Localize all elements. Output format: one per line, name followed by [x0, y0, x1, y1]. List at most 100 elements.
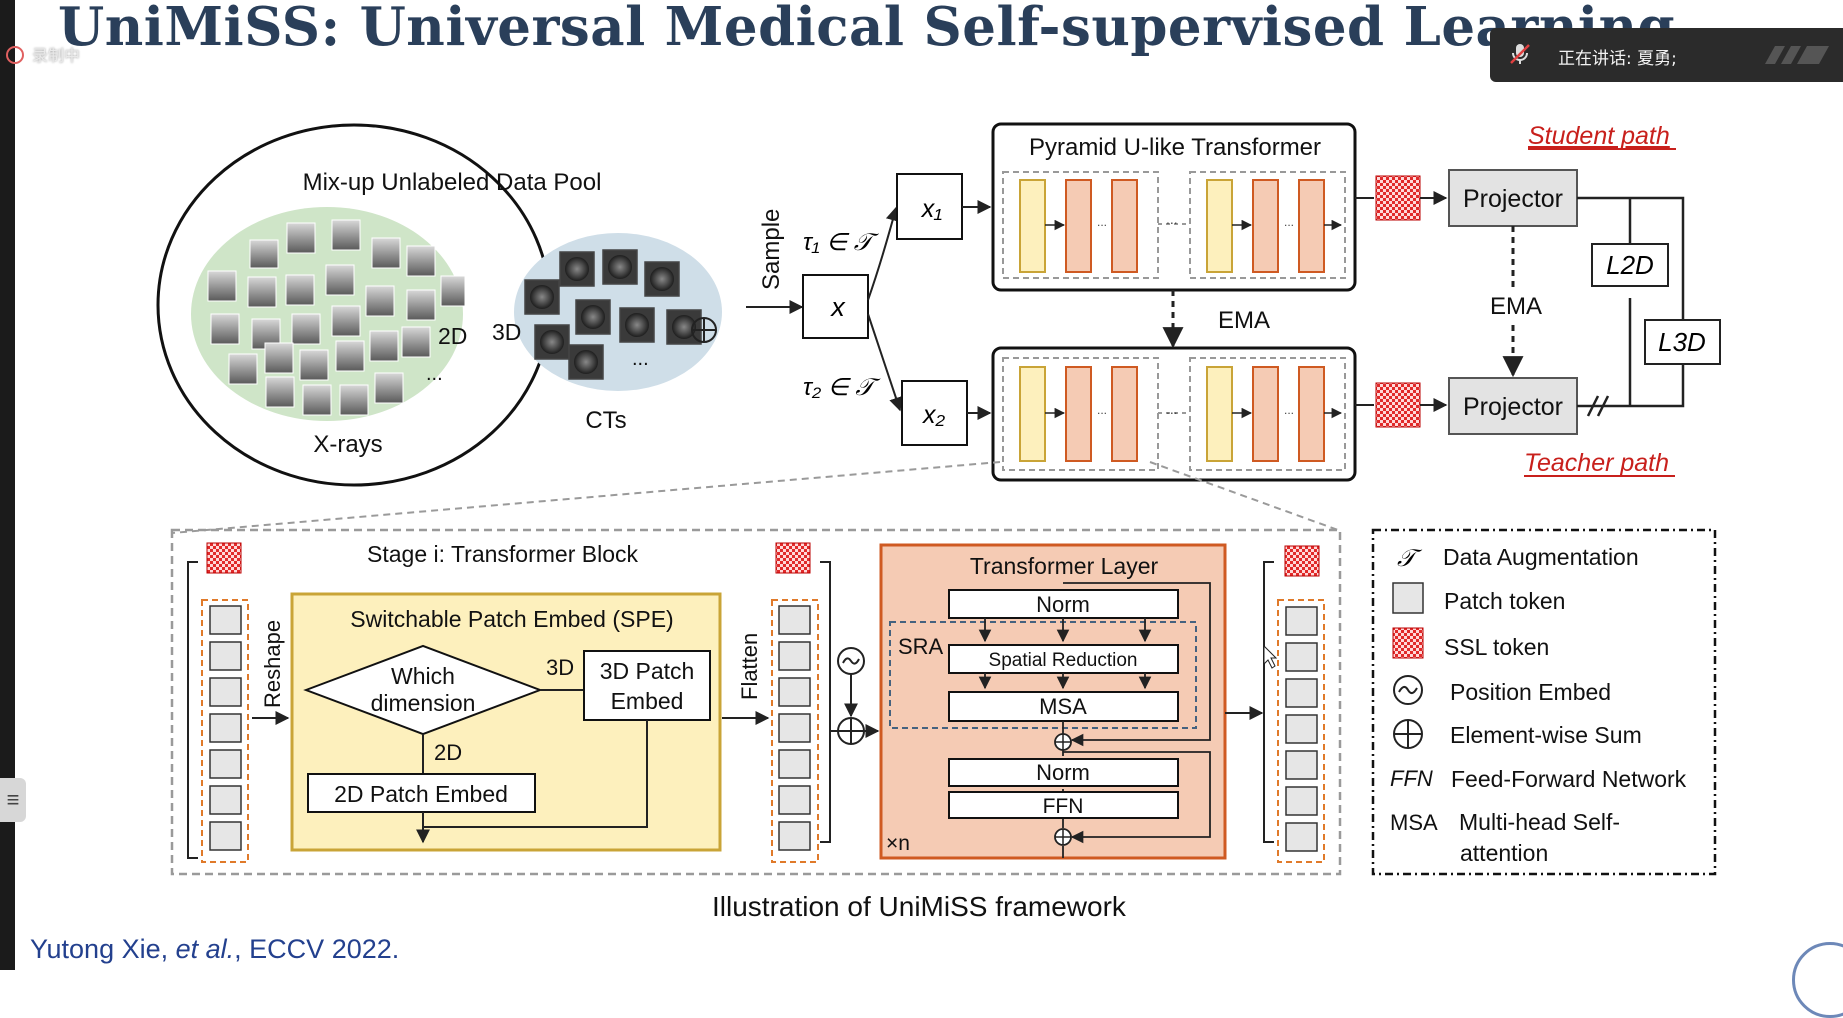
x-input-box	[802, 274, 869, 339]
which-line2: dimension	[371, 690, 476, 716]
unimiss-framework-diagram: Mix-up Unlabeled Data Pool 2D ... X-rays	[156, 122, 1721, 876]
ct-ellipsis: ...	[632, 348, 649, 370]
norm1-label: Norm	[1036, 592, 1090, 617]
norm2-box	[948, 758, 1179, 787]
figure-caption: Illustration of UniMiSS framework	[712, 891, 1126, 922]
muted-microphone-icon	[1510, 44, 1530, 64]
ema-right-label: EMA	[1490, 293, 1542, 320]
recording-label: 录制中	[32, 46, 81, 65]
app-logo-icon	[1765, 46, 1829, 64]
patch2d-box	[307, 773, 536, 813]
stage-title: Stage i: Transformer Block	[367, 541, 638, 567]
spatial-reduction-label: Spatial Reduction	[989, 650, 1138, 671]
patch3d-line2: Embed	[611, 688, 684, 714]
student-dots: ...	[1166, 211, 1178, 227]
legend-label-msa: Multi-head Self-	[1459, 809, 1620, 835]
xray-ellipsis: ...	[426, 363, 443, 385]
stage-output-ssl	[1284, 545, 1320, 577]
legend-label-sum: Element-wise Sum	[1450, 722, 1642, 748]
patch-token-icon	[1392, 582, 1424, 614]
xray-label: X-rays	[313, 431, 382, 458]
teacher-ssl-token	[1375, 382, 1421, 428]
stage-mid-tokens	[778, 605, 811, 851]
citation-author: Yutong Xie,	[30, 934, 176, 964]
student-path-label: Student path	[1528, 122, 1670, 150]
stage-input-ssl	[206, 542, 242, 574]
projector-top-label: Projector	[1463, 185, 1563, 213]
menu-icon: ≡	[6, 787, 20, 812]
transformer-title: Pyramid U-like Transformer	[1029, 134, 1321, 161]
msa-label: MSA	[1039, 694, 1087, 719]
teacher-dots: ...	[1166, 401, 1178, 417]
spe-label-2d: 2D	[434, 740, 462, 765]
recording-indicator: 录制中	[6, 42, 80, 66]
teacher-path-label: Teacher path	[1524, 449, 1669, 477]
legend: 𝒯 Data Augmentation Patch token SSL toke…	[1371, 528, 1717, 876]
loss-3d-box	[1644, 319, 1721, 365]
xray-thumbnails	[207, 219, 466, 416]
legend-label-msa-line2: attention	[1460, 840, 1548, 866]
spe-title: Switchable Patch Embed (SPE)	[350, 606, 673, 632]
speaker-banner: 正在讲话: 夏勇;	[1490, 28, 1843, 82]
x2-label: x₂	[922, 401, 946, 429]
citation-etal: et al.	[175, 934, 235, 964]
teacher-inner-dots-a: ...	[1097, 403, 1107, 417]
tau2-label: τ₂ ∈ 𝒯	[803, 374, 881, 401]
projector-top	[1448, 169, 1578, 227]
student-inner-dots-b: ...	[1284, 215, 1294, 229]
loss-3d-label: L3D	[1658, 327, 1706, 357]
ema-center-label: EMA	[1218, 307, 1270, 334]
student-transformer: Pyramid U-like Transformer ... ... ...	[991, 122, 1357, 292]
record-icon	[6, 46, 24, 64]
which-line1: Which	[391, 663, 455, 689]
flatten-label: Flatten	[737, 633, 762, 700]
legend-symbol-msa: MSA	[1390, 810, 1438, 835]
loss-2d-label: L2D	[1606, 250, 1654, 280]
x1-box	[896, 173, 963, 240]
teacher-inner-dots-b: ...	[1284, 403, 1294, 417]
reshape-label: Reshape	[260, 620, 285, 708]
sra-label: SRA	[898, 634, 944, 659]
slide-title: UniMiSS: Universal Medical Self-supervis…	[58, 0, 1676, 58]
label-2d: 2D	[438, 323, 467, 349]
legend-label-position: Position Embed	[1450, 679, 1611, 705]
speaking-label: 正在讲话: 夏勇;	[1558, 49, 1677, 69]
ffn-box	[948, 791, 1179, 819]
msa-box	[948, 691, 1179, 722]
projector-bottom-label: Projector	[1463, 393, 1563, 421]
patch3d-box	[583, 650, 711, 721]
x1-label: x₁	[921, 195, 943, 223]
citation-venue: , ECCV 2022.	[234, 934, 400, 964]
legend-label-patch: Patch token	[1444, 588, 1565, 614]
loss-2d-box	[1591, 243, 1669, 287]
side-menu-tab[interactable]: ≡	[0, 778, 26, 822]
data-pool: Mix-up Unlabeled Data Pool 2D ... X-rays	[156, 123, 722, 487]
stage-detail: Stage i: Transformer Block Reshape Switc…	[170, 528, 1342, 876]
student-ssl-token	[1375, 175, 1421, 221]
student-inner-dots-a: ...	[1097, 215, 1107, 229]
sample-label: Sample	[758, 209, 785, 290]
norm1-box	[948, 589, 1179, 619]
norm2-label: Norm	[1036, 760, 1090, 785]
label-3d: 3D	[492, 319, 521, 345]
mouse-cursor-icon	[1263, 644, 1278, 669]
tl-title: Transformer Layer	[970, 553, 1159, 579]
stage-mid-ssl	[775, 542, 811, 574]
teacher-transformer: ... ... ...	[991, 346, 1357, 482]
patch2d-label: 2D Patch Embed	[334, 781, 508, 807]
ct-label: CTs	[585, 407, 626, 434]
legend-label-ffn: Feed-Forward Network	[1451, 766, 1687, 792]
ssl-token-icon	[1392, 627, 1424, 659]
legend-symbol-ffn: FFN	[1390, 766, 1433, 791]
patch3d-line1: 3D Patch	[600, 658, 695, 684]
legend-label-augmentation: Data Augmentation	[1443, 544, 1639, 570]
x-label: x	[829, 292, 846, 322]
ffn-label: FFN	[1043, 795, 1084, 818]
spe-label-3d: 3D	[546, 655, 574, 680]
repeat-label: ×n	[886, 832, 910, 855]
legend-label-ssl: SSL token	[1444, 634, 1549, 660]
sra-box	[889, 621, 1197, 729]
left-dark-strip	[0, 0, 15, 970]
tau1-label: τ₁ ∈ 𝒯	[803, 229, 880, 256]
stage-input-tokens	[209, 605, 242, 851]
